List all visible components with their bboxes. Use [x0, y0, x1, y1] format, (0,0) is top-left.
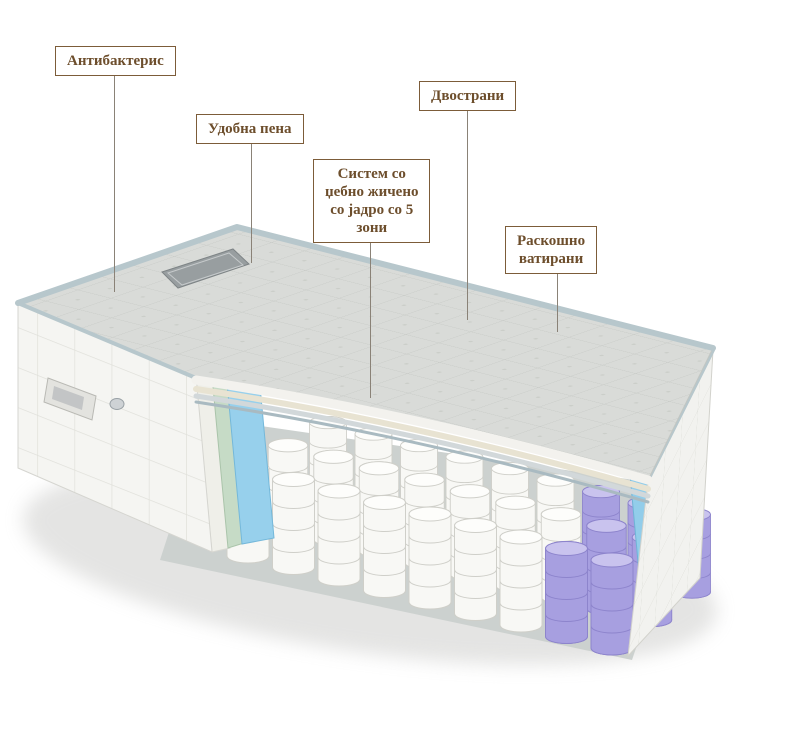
callout-pocket-spring-line-3: со јадро со 5	[330, 202, 414, 218]
leader-line-comfort-foam	[251, 143, 252, 263]
callout-pocket-spring-system: Систем со џебно жичено со јадро со 5 зон…	[313, 159, 431, 243]
callout-luxury-quilting-line-1: Раскошно	[517, 233, 586, 249]
callout-antibacterial: Антибактерис	[55, 46, 176, 76]
callout-pocket-spring-line-2: џебно жичено	[325, 184, 419, 200]
callout-luxury-quilting-line-2: ватирани	[518, 251, 584, 267]
leader-line-two-sided	[467, 109, 468, 320]
fabric-tag	[43, 377, 97, 421]
callout-luxury-quilting: Раскошно ватирани	[505, 226, 598, 274]
air-vent	[109, 398, 125, 410]
callout-comfort-foam-label: Удобна пена	[208, 121, 292, 137]
callout-two-sided-label: Двострани	[431, 88, 505, 104]
comfort-layers-cross-section	[191, 375, 653, 504]
leader-line-pocket-spring-system	[370, 243, 371, 398]
callout-pocket-spring-line-4: зони	[356, 220, 388, 236]
callout-antibacterial-label: Антибактерис	[67, 53, 164, 69]
edge-tape	[15, 224, 716, 380]
callout-comfort-foam: Удобна пена	[196, 114, 304, 144]
callout-pocket-spring-line-1: Систем со	[337, 166, 406, 182]
callout-two-sided: Двострани	[419, 81, 517, 111]
leader-line-antibacterial	[114, 75, 115, 292]
leader-line-luxury-quilting	[557, 274, 558, 332]
brand-plaque	[161, 248, 250, 289]
